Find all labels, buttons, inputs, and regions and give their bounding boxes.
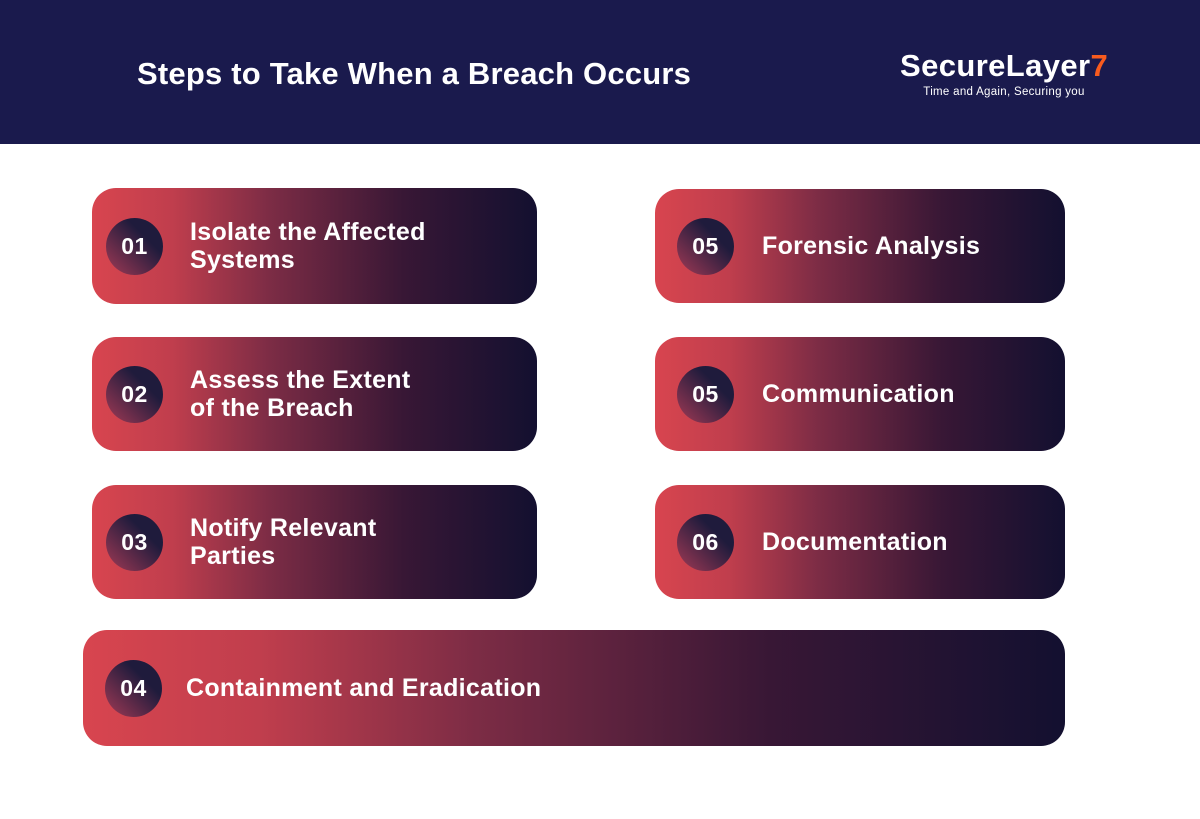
step-number-badge: 03: [106, 513, 163, 571]
step-label: Assess the Extent of the Breach: [190, 365, 411, 422]
step-number-badge: 02: [106, 365, 163, 423]
step-label: Communication: [762, 379, 955, 408]
step-number: 01: [121, 232, 148, 259]
step-number-badge: 05: [677, 217, 734, 275]
step-label: Containment and Eradication: [186, 673, 542, 702]
step-number-badge: 06: [677, 513, 734, 571]
step-label: Isolate the Affected Systems: [190, 217, 426, 274]
step-number-badge: 05: [677, 365, 734, 423]
step-label: Forensic Analysis: [762, 231, 981, 260]
step-label: Documentation: [762, 527, 948, 556]
step-card-forensic-analysis: 05 Forensic Analysis: [655, 189, 1065, 303]
step-number: 02: [121, 380, 148, 407]
step-card-containment-eradication: 04 Containment and Eradication: [83, 630, 1065, 746]
step-label: Notify Relevant Parties: [190, 513, 377, 570]
step-number-badge: 04: [105, 659, 162, 717]
step-card-notify-relevant-parties: 03 Notify Relevant Parties: [92, 485, 537, 599]
step-number: 03: [121, 528, 148, 555]
step-card-documentation: 06 Documentation: [655, 485, 1065, 599]
logo-wordmark: SecureLayer7: [900, 48, 1109, 83]
step-number: 05: [692, 232, 719, 259]
step-card-communication: 05 Communication: [655, 337, 1065, 451]
step-card-assess-extent: 02 Assess the Extent of the Breach: [92, 337, 537, 451]
step-number: 04: [120, 674, 147, 701]
header-banner: Steps to Take When a Breach Occurs Secur…: [0, 0, 1200, 144]
step-card-isolate-affected-systems: 01 Isolate the Affected Systems: [92, 188, 537, 304]
logo-tagline: Time and Again, Securing you: [923, 85, 1085, 98]
step-number-badge: 01: [106, 217, 163, 275]
logo-brand-text: SecureLayer: [900, 48, 1091, 83]
logo-seven-accent: 7: [1090, 48, 1109, 83]
securelayer7-logo: SecureLayer7 Time and Again, Securing yo…: [900, 48, 1109, 98]
step-number: 06: [692, 528, 719, 555]
page-title: Steps to Take When a Breach Occurs: [137, 56, 692, 91]
step-number: 05: [692, 380, 719, 407]
